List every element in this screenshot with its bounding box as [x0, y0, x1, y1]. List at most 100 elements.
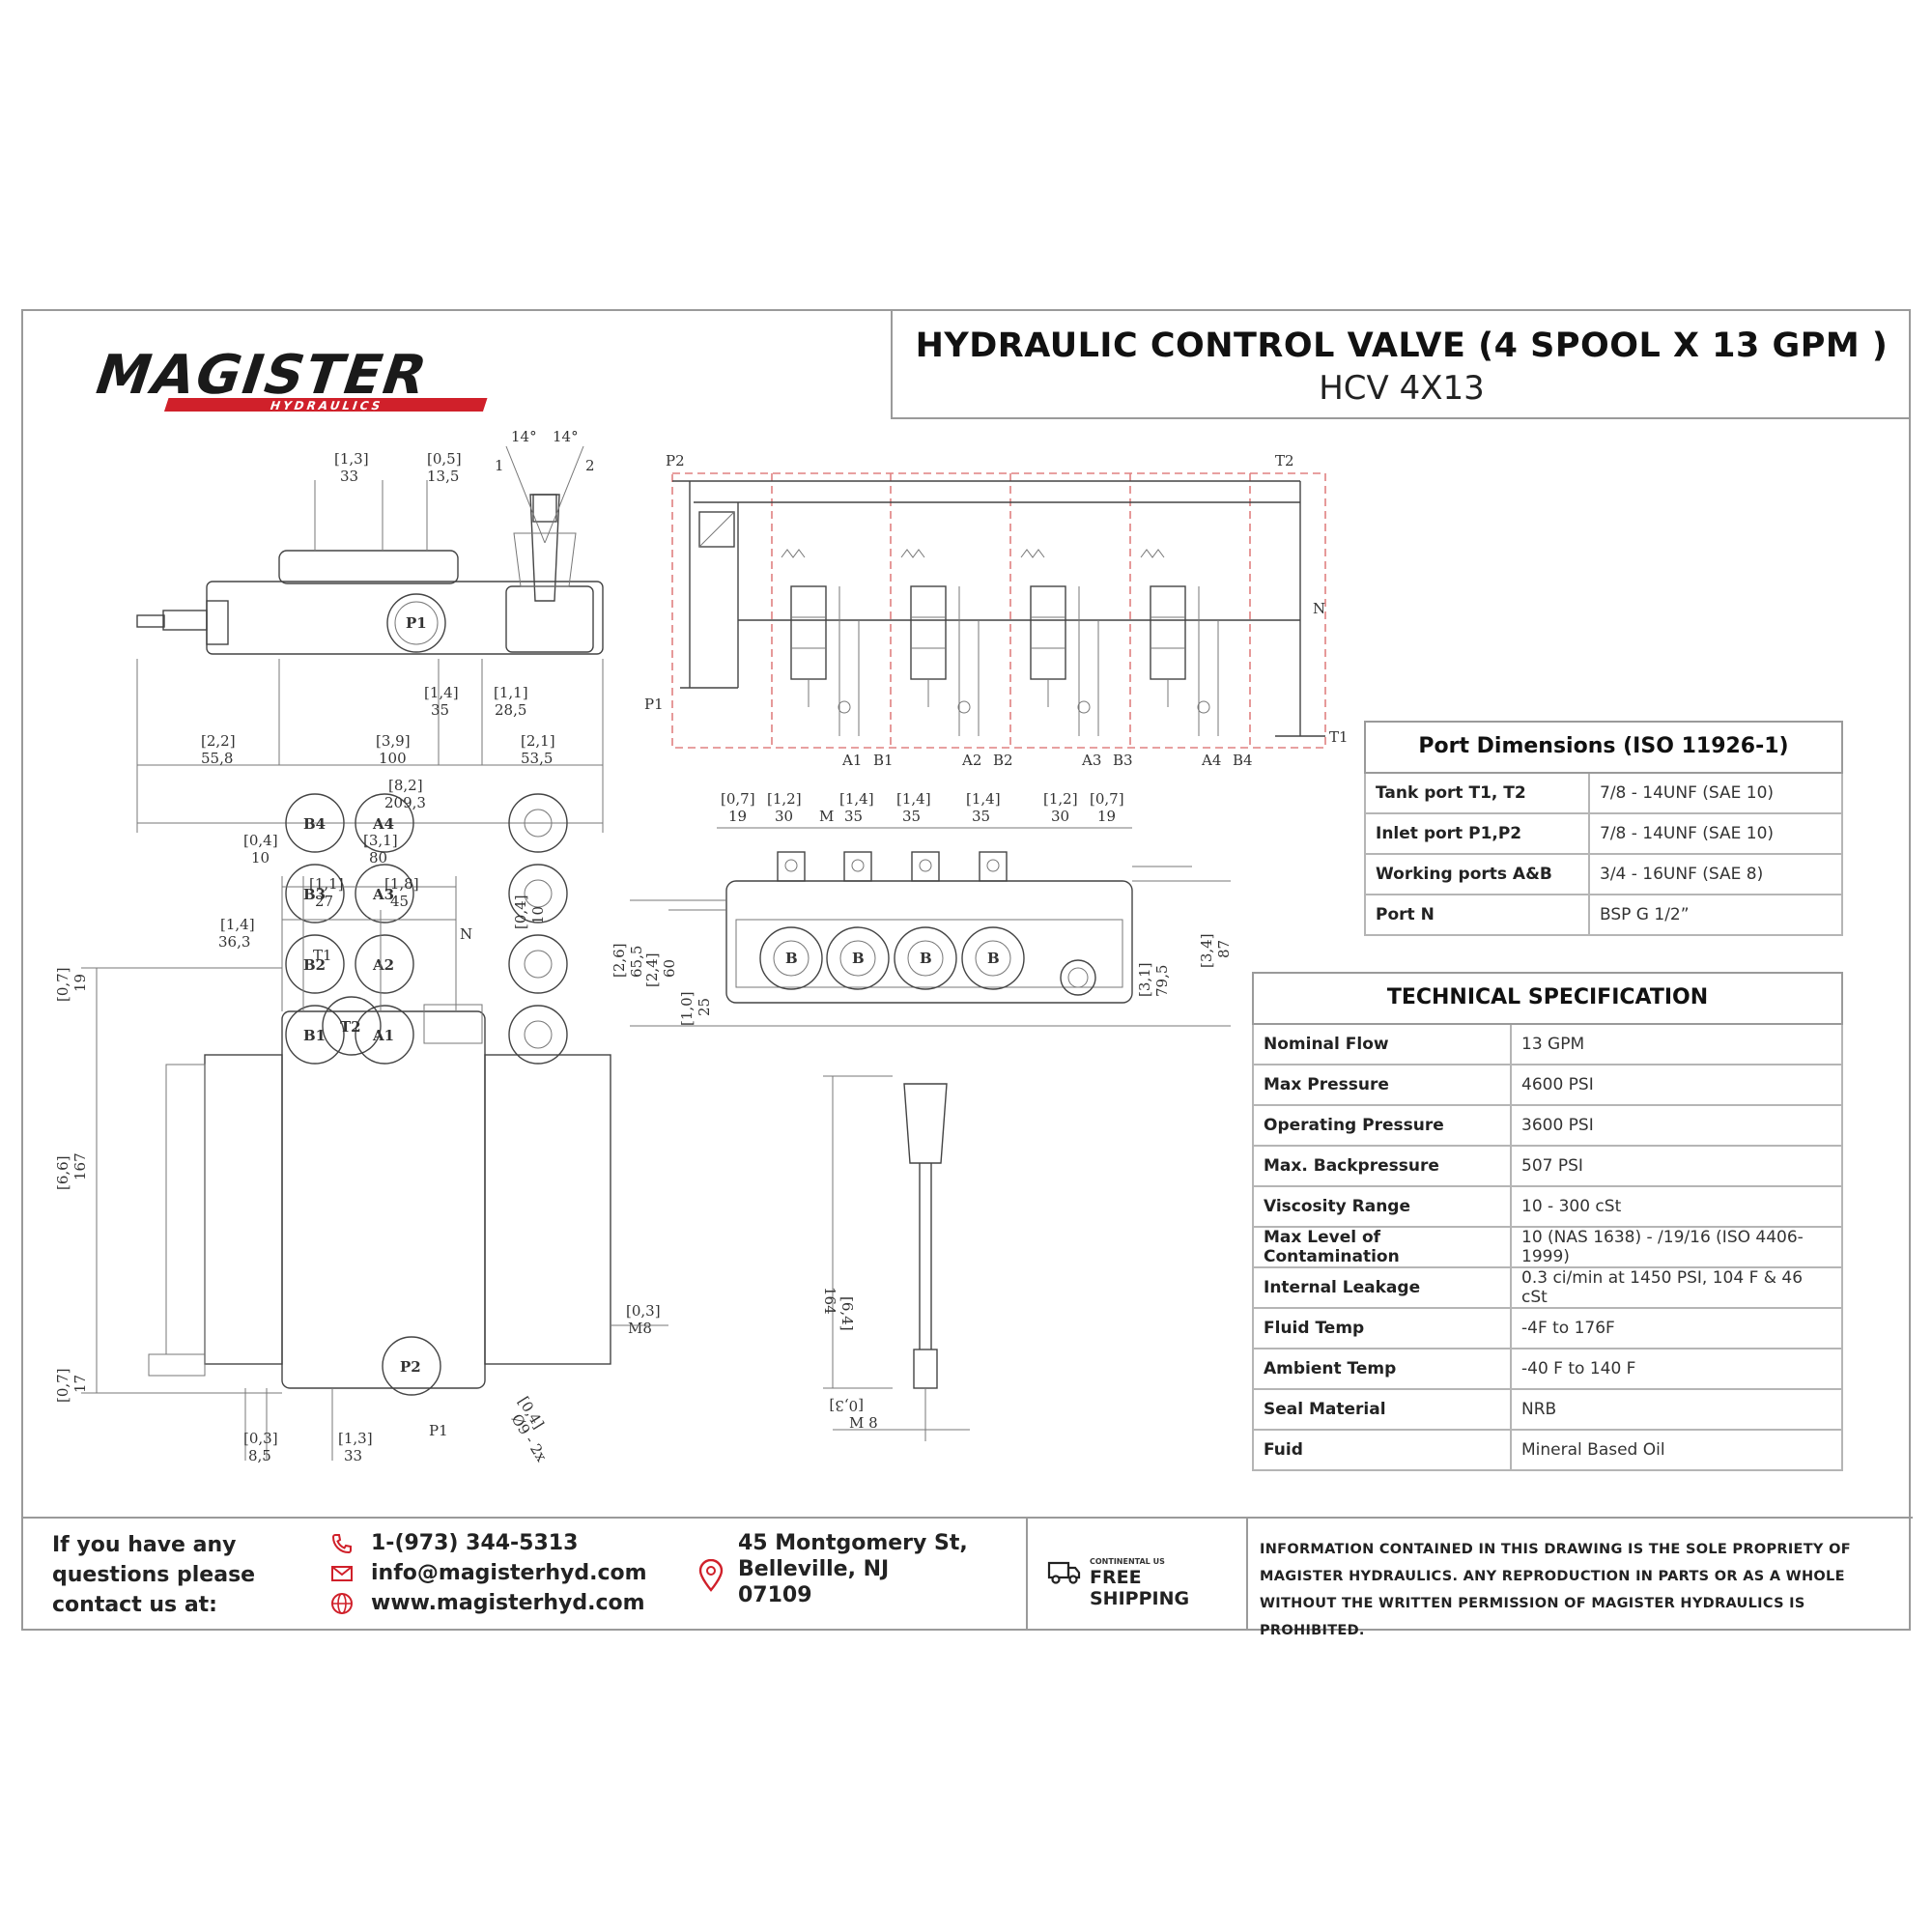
svg-text:164: 164 — [821, 1287, 838, 1315]
svg-text:[0,4]: [0,4] — [512, 895, 529, 929]
contact-list: 1-(973) 344-5313 info@magisterhyd.com ww… — [330, 1528, 647, 1618]
drawing-sheet: MAGISTER HYDRAULICS HYDRAULIC CONTROL VA… — [21, 309, 1913, 1638]
svg-text:A4: A4 — [1201, 752, 1221, 769]
svg-text:[2,1]: [2,1] — [521, 732, 555, 750]
model-number: HCV 4X13 — [1319, 369, 1485, 408]
svg-text:60: 60 — [661, 959, 678, 978]
svg-text:19: 19 — [71, 974, 89, 992]
svg-text:P1: P1 — [644, 696, 664, 713]
web-row[interactable]: www.magisterhyd.com — [330, 1588, 647, 1618]
svg-text:[0,3]: [0,3] — [626, 1302, 661, 1320]
svg-text:[1,1]: [1,1] — [494, 684, 528, 701]
port-table-title: Port Dimensions (ISO 11926-1) — [1364, 721, 1843, 774]
svg-text:[3,4]: [3,4] — [1198, 933, 1215, 968]
svg-text:53,5: 53,5 — [521, 750, 553, 767]
svg-text:55,8: 55,8 — [201, 750, 233, 767]
svg-text:A1: A1 — [841, 752, 862, 769]
svg-text:167: 167 — [71, 1152, 89, 1180]
svg-text:19: 19 — [728, 808, 747, 825]
svg-text:[3,1]: [3,1] — [363, 832, 398, 849]
svg-text:[1,4]: [1,4] — [896, 790, 931, 808]
svg-text:35: 35 — [972, 808, 990, 825]
technical-drawings: P1 14° 14° 1 2 [1,3] 33 [0,5] 13,5 — [54, 428, 1349, 1465]
svg-text:[1,3]: [1,3] — [338, 1430, 373, 1447]
svg-text:27: 27 — [315, 893, 333, 910]
svg-text:79,5: 79,5 — [1153, 965, 1171, 997]
svg-text:P1: P1 — [406, 614, 427, 632]
svg-text:B2: B2 — [993, 752, 1013, 769]
front-port: B — [894, 851, 957, 990]
port-label-b: B3 — [303, 886, 326, 903]
svg-text:[6,6]: [6,6] — [54, 1155, 71, 1190]
svg-text:87: 87 — [1215, 940, 1233, 958]
svg-text:B3: B3 — [1113, 752, 1133, 769]
port-dimensions-table: Port Dimensions (ISO 11926-1) Tank port … — [1364, 721, 1843, 936]
website-link[interactable]: www.magisterhyd.com — [371, 1591, 645, 1615]
svg-text:[2,4]: [2,4] — [643, 952, 661, 987]
port-label-a: A4 — [372, 815, 394, 833]
svg-text:1: 1 — [495, 457, 504, 474]
port-label: B — [987, 950, 1000, 967]
svg-text:33: 33 — [340, 468, 358, 485]
spool-symbol — [1140, 549, 1219, 736]
svg-text:T2: T2 — [1275, 452, 1294, 469]
svg-text:[8,2]: [8,2] — [388, 777, 423, 794]
svg-text:M 8: M 8 — [849, 1414, 878, 1432]
svg-text:28,5: 28,5 — [495, 701, 526, 719]
svg-text:[0,7]: [0,7] — [54, 967, 71, 1002]
magister-logo: MAGISTER HYDRAULICS — [87, 343, 488, 412]
svg-text:HYDRAULICS: HYDRAULICS — [269, 399, 385, 412]
lever-handle: [6,4] 164 [0,3] M 8 — [821, 1075, 970, 1441]
email-row[interactable]: info@magisterhyd.com — [330, 1558, 647, 1588]
truck-icon — [1047, 1561, 1081, 1584]
port-label-b: B1 — [303, 1027, 326, 1044]
svg-text:35: 35 — [902, 808, 921, 825]
svg-text:35: 35 — [431, 701, 449, 719]
svg-text:[0,5]: [0,5] — [427, 450, 462, 468]
svg-text:[2,6]: [2,6] — [611, 943, 628, 978]
svg-text:13,5: 13,5 — [427, 468, 459, 485]
email-address[interactable]: info@magisterhyd.com — [371, 1561, 647, 1585]
svg-text:B1: B1 — [873, 752, 894, 769]
svg-text:25: 25 — [696, 998, 713, 1016]
svg-text:[1,0]: [1,0] — [678, 991, 696, 1026]
svg-text:14°: 14° — [511, 428, 537, 445]
svg-text:[0,3]: [0,3] — [243, 1430, 278, 1447]
svg-text:33: 33 — [344, 1447, 362, 1464]
front-port: B — [826, 851, 890, 990]
mail-icon — [331, 1565, 353, 1581]
svg-text:MAGISTER: MAGISTER — [87, 343, 438, 406]
location-pin-icon — [698, 1559, 724, 1592]
port-label: B — [785, 950, 798, 967]
svg-text:100: 100 — [379, 750, 407, 767]
svg-text:10: 10 — [529, 906, 547, 924]
phone-number[interactable]: 1-(973) 344-5313 — [371, 1531, 579, 1555]
svg-text:[6,4]: [6,4] — [838, 1296, 856, 1331]
phone-row[interactable]: 1-(973) 344-5313 — [330, 1528, 647, 1558]
svg-text:T1: T1 — [313, 947, 332, 964]
svg-text:P1: P1 — [429, 1422, 448, 1439]
shipping-badge: CONTINENTAL US FREE SHIPPING — [1026, 1519, 1248, 1631]
contact-prompt: If you have any questions please contact… — [52, 1533, 256, 1617]
front-port: B — [759, 851, 823, 990]
svg-text:[2,2]: [2,2] — [201, 732, 236, 750]
svg-text:N: N — [1313, 600, 1325, 617]
svg-text:M: M — [819, 808, 834, 825]
title-block: HYDRAULIC CONTROL VALVE (4 SPOOL X 13 GP… — [891, 311, 1911, 419]
side-view: P1 14° 14° 1 2 [1,3] 33 [0,5] 13,5 — [136, 428, 604, 833]
